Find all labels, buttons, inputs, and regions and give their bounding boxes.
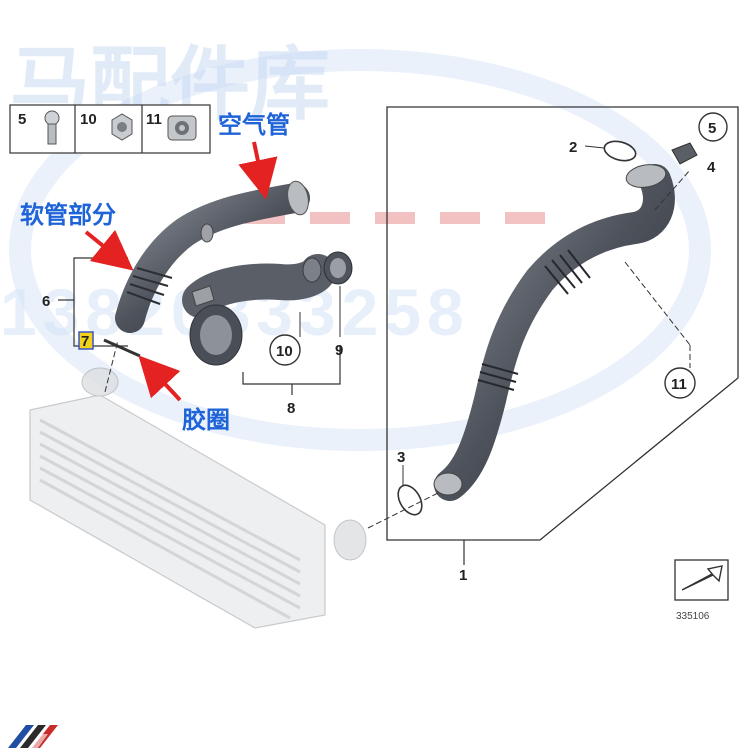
- gasket-3: [397, 465, 423, 516]
- svg-text:4: 4: [707, 159, 716, 176]
- assembly-frame-1: [386, 106, 739, 565]
- charge-air-hose-1: [433, 142, 698, 501]
- callout-6[interactable]: 6: [42, 293, 50, 310]
- legend-item-11[interactable]: 11: [146, 111, 197, 141]
- callout-2[interactable]: 2: [569, 139, 577, 156]
- arrow-right-icon: [681, 565, 723, 591]
- callout-3[interactable]: 3: [397, 449, 405, 466]
- svg-text:软管部分: 软管部分: [20, 201, 116, 229]
- callout-4[interactable]: 4: [707, 159, 716, 176]
- svg-text:9: 9: [335, 342, 343, 359]
- svg-text:6: 6: [42, 293, 50, 310]
- callout-9[interactable]: 9: [335, 342, 343, 359]
- annotation-gasket: 胶圈: [138, 355, 230, 434]
- resonator-assembly-8: [182, 251, 353, 395]
- svg-text:1: 1: [459, 567, 467, 584]
- diagram-ref-number: 335106: [676, 611, 710, 622]
- svg-text:5: 5: [18, 111, 26, 128]
- svg-text:胶圈: 胶圈: [182, 406, 230, 434]
- annotation-hose-section: 软管部分: [20, 201, 134, 271]
- svg-text:空气管: 空气管: [218, 111, 290, 139]
- svg-text:8: 8: [287, 400, 295, 417]
- svg-text:10: 10: [276, 343, 293, 360]
- svg-text:7: 7: [81, 333, 89, 350]
- leader-lines: [104, 169, 691, 529]
- legend-item-5[interactable]: 5: [18, 110, 60, 145]
- callout-1[interactable]: 1: [459, 567, 467, 584]
- svg-text:10: 10: [80, 111, 97, 128]
- callout-11[interactable]: 11: [664, 367, 696, 399]
- callout-7[interactable]: 7: [78, 331, 94, 350]
- callouts: 1 2 3 4 5 6 7 8 9 10 11: [42, 112, 728, 584]
- svg-text:11: 11: [671, 376, 687, 393]
- reference-box: 335106: [674, 559, 729, 622]
- svg-text:2: 2: [569, 139, 577, 156]
- intercooler: [29, 367, 367, 629]
- svg-text:5: 5: [708, 120, 716, 137]
- bolt-icon: [44, 110, 60, 145]
- svg-text:3: 3: [397, 449, 405, 466]
- callout-8[interactable]: 8: [287, 400, 295, 417]
- gasket-2: [584, 140, 637, 162]
- fastener-legend: 5 10 11: [9, 104, 211, 154]
- air-pipe: [115, 180, 310, 333]
- callout-5[interactable]: 5: [698, 112, 728, 142]
- m-logo: [8, 725, 58, 748]
- annotation-air-pipe: 空气管: [218, 111, 290, 200]
- hex-nut-icon: [111, 113, 133, 141]
- gasket-7: [103, 338, 141, 358]
- legend-item-10[interactable]: 10: [80, 111, 133, 141]
- clip-nut-icon: [167, 115, 197, 141]
- svg-text:11: 11: [146, 111, 162, 128]
- callout-10[interactable]: 10: [269, 334, 301, 366]
